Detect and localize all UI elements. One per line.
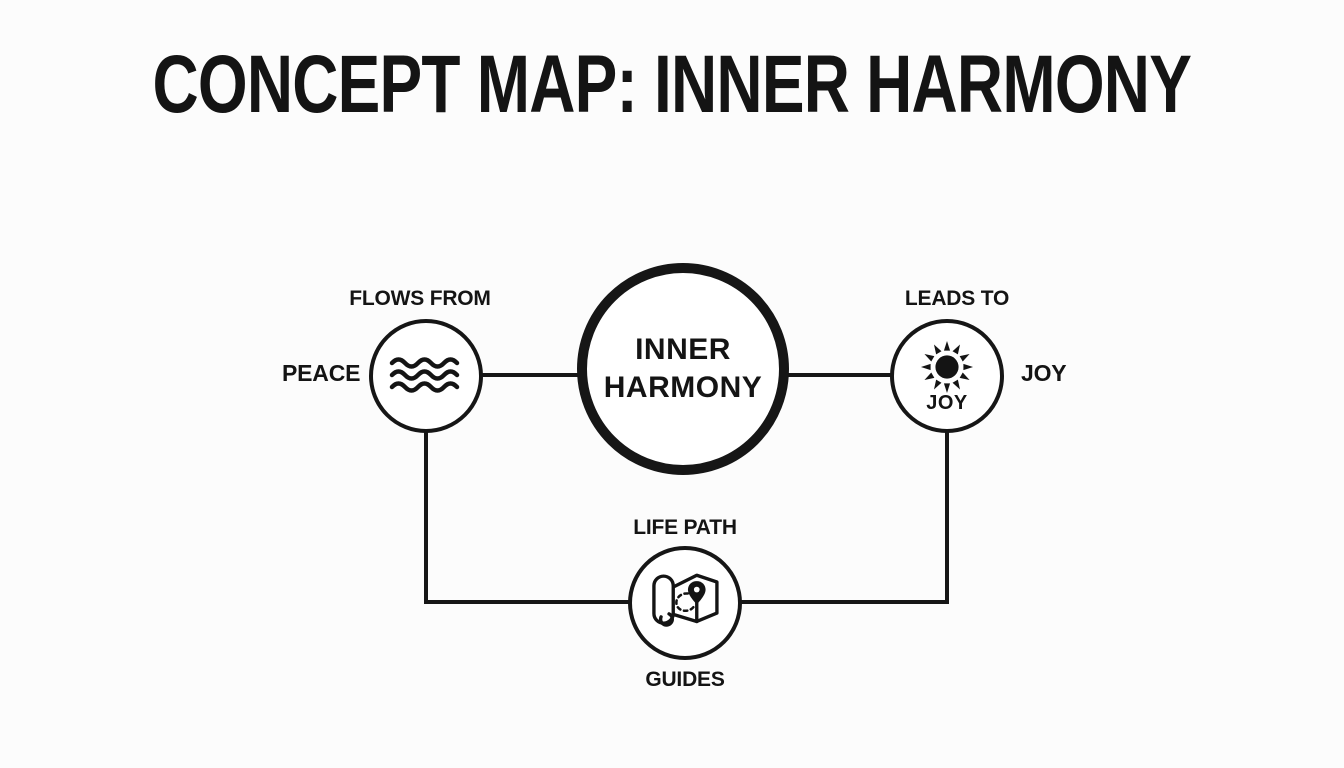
life-path-node [628,546,742,660]
node-label-peace: PEACE [282,360,361,386]
page-title: CONCEPT MAP: INNER HARMONY [0,38,1344,132]
center-node-label: INNER HARMONY [604,331,763,407]
relation-label-flows-from: FLOWS FROM [349,287,491,310]
relation-label-leads-to: LEADS TO [904,287,1010,310]
center-node-inner-harmony: INNER HARMONY [577,263,789,475]
edge-peace-to-center [481,373,579,377]
map-icon [652,573,719,627]
page-title-text: CONCEPT MAP: INNER HARMONY [152,39,1192,130]
waves-icon [389,357,460,393]
sun-icon [920,340,974,393]
peace-node [369,319,483,433]
edge-bottom-right [740,600,949,604]
node-label-joy: JOY [1021,360,1067,386]
node-label-life-path: LIFE PATH [633,516,737,539]
relation-label-guides: GUIDES [645,668,725,691]
edge-peace-down [424,430,428,604]
edge-center-to-joy [787,373,891,377]
center-node-label-line1: INNER [635,333,731,366]
edge-joy-down [945,430,949,604]
joy-node: JOY [890,319,1004,433]
edge-bottom-left [424,600,630,604]
joy-node-caption: JOY [926,391,968,414]
center-node-label-line2: HARMONY [603,371,763,404]
